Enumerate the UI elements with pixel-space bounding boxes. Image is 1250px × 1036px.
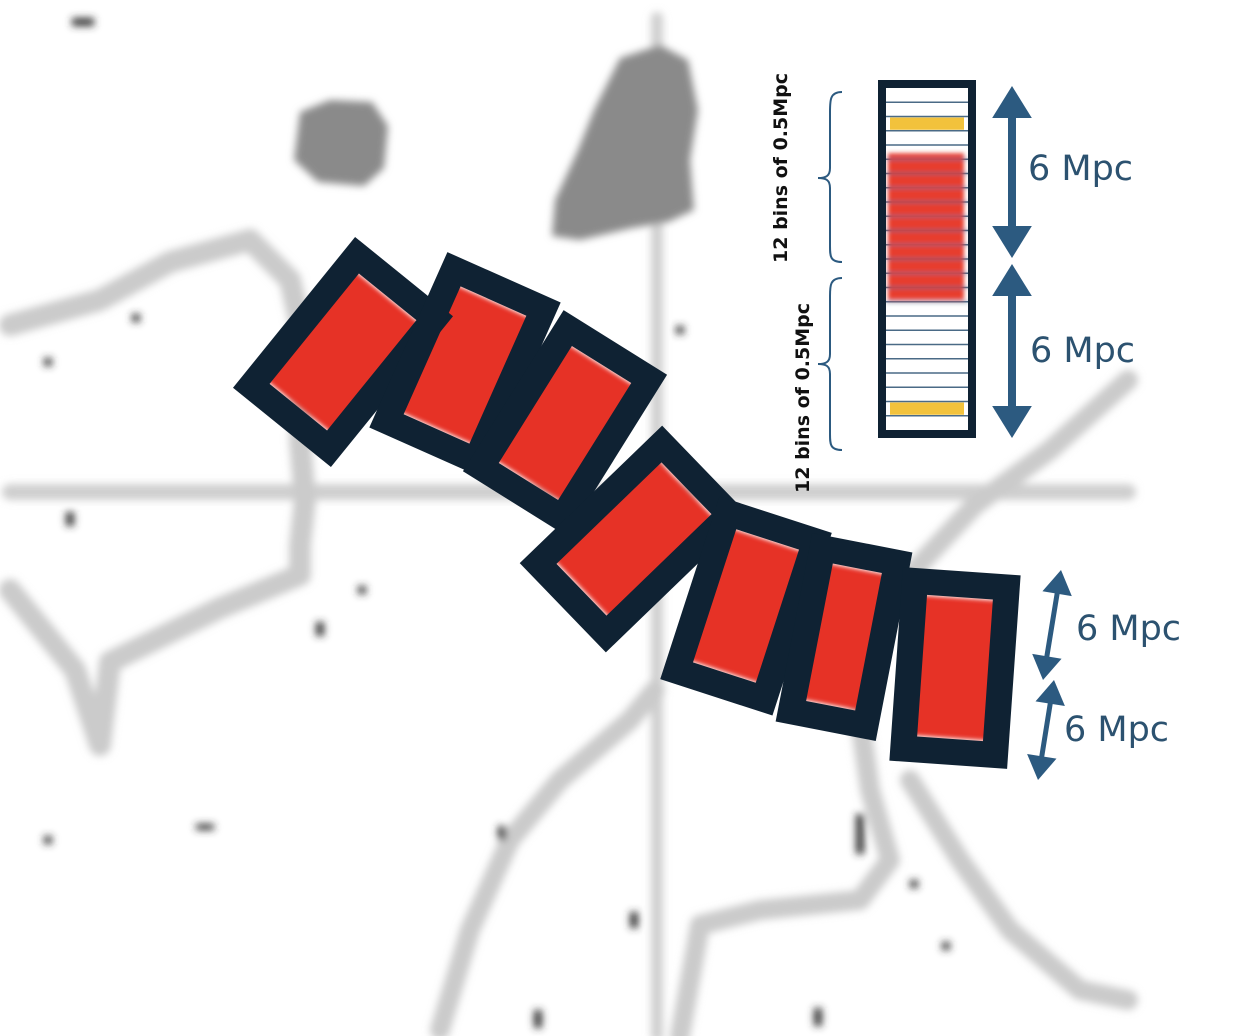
column-highlight-bin (890, 117, 964, 130)
background-dot (534, 1010, 542, 1028)
bins-labels: 12 bins of 0.5Mpc 12 bins of 0.5Mpc (770, 73, 814, 493)
mpc-label-bottom-upper: 6 Mpc (1076, 609, 1181, 649)
background-dot (196, 824, 214, 830)
arrow-top-lower (992, 264, 1032, 438)
arrow-head (992, 264, 1032, 296)
column-filament-fill (886, 153, 968, 303)
mpc-label-bottom-lower: 6 Mpc (1064, 710, 1169, 750)
arrow-head (992, 226, 1032, 258)
bins-label-upper: 12 bins of 0.5Mpc (770, 73, 792, 263)
background-dots (44, 18, 950, 1028)
segment-frame-6 (775, 533, 913, 741)
background-dot (630, 912, 638, 928)
arrow-head (1042, 570, 1072, 597)
segment-frame-3 (462, 310, 668, 536)
mpc-label-top-upper: 6 Mpc (1028, 149, 1133, 189)
mpc-label-top-lower: 6 Mpc (1030, 331, 1135, 371)
background-dot (676, 326, 684, 334)
arrow-head (1027, 753, 1057, 780)
arrow-shaft (1038, 698, 1054, 762)
dimension-arrows (992, 86, 1072, 780)
background-dot (44, 358, 52, 366)
column-filament-region (888, 153, 964, 300)
background-blob-large (552, 45, 698, 240)
filament-segment-fill (495, 344, 635, 502)
brace-upper (817, 91, 843, 263)
background-map (0, 12, 1138, 1036)
background-dot (132, 314, 140, 322)
column-frame (878, 80, 976, 438)
background-dot (856, 814, 864, 854)
background-dot (66, 512, 74, 526)
filament-segment-fill (688, 528, 804, 684)
background-path-lower-middle (430, 680, 665, 1036)
background-dot (316, 622, 324, 636)
filament-segment-fill (399, 285, 531, 445)
bins-label-lower: 12 bins of 0.5Mpc (792, 303, 814, 493)
arrow-head (1035, 680, 1065, 707)
filament-segment-fill (553, 459, 715, 619)
background-path-upper-left (0, 229, 316, 756)
arrow-head (992, 406, 1032, 438)
filament-segment-fill (266, 271, 420, 433)
segment-frame-1 (232, 236, 454, 468)
background-dot (498, 826, 506, 840)
background-dot (44, 836, 52, 844)
mpc-labels: 6 Mpc 6 Mpc 6 Mpc 6 Mpc (1028, 149, 1181, 750)
background-dot (814, 1008, 822, 1026)
background-path-lower-right (900, 770, 1138, 1010)
background-blobs (294, 45, 698, 240)
arrow-top-upper (992, 86, 1032, 258)
cylinder-segments (232, 236, 1021, 769)
arrow-shaft (1043, 588, 1061, 662)
column-highlight-bin (890, 402, 964, 415)
filament-band (266, 271, 998, 741)
segment-frame-4 (519, 425, 749, 653)
binned-column (878, 80, 976, 438)
arrow-head (992, 86, 1032, 118)
filament-segment-fill (912, 595, 998, 741)
brace-lower (817, 277, 843, 451)
background-dot (72, 18, 94, 26)
background-dot (942, 942, 950, 950)
segment-frame-5 (660, 496, 832, 716)
arrow-head (1032, 653, 1062, 680)
background-blob-small (294, 100, 388, 186)
background-path-right-diagonal (670, 370, 1138, 1036)
segment-frame-7 (889, 567, 1021, 769)
arrow-bottom-upper (1032, 570, 1072, 680)
arrow-bottom-lower (1027, 680, 1065, 780)
braces (817, 91, 843, 451)
background-dot (358, 586, 366, 594)
background-dot (910, 880, 918, 888)
segment-frame-2 (369, 252, 561, 478)
